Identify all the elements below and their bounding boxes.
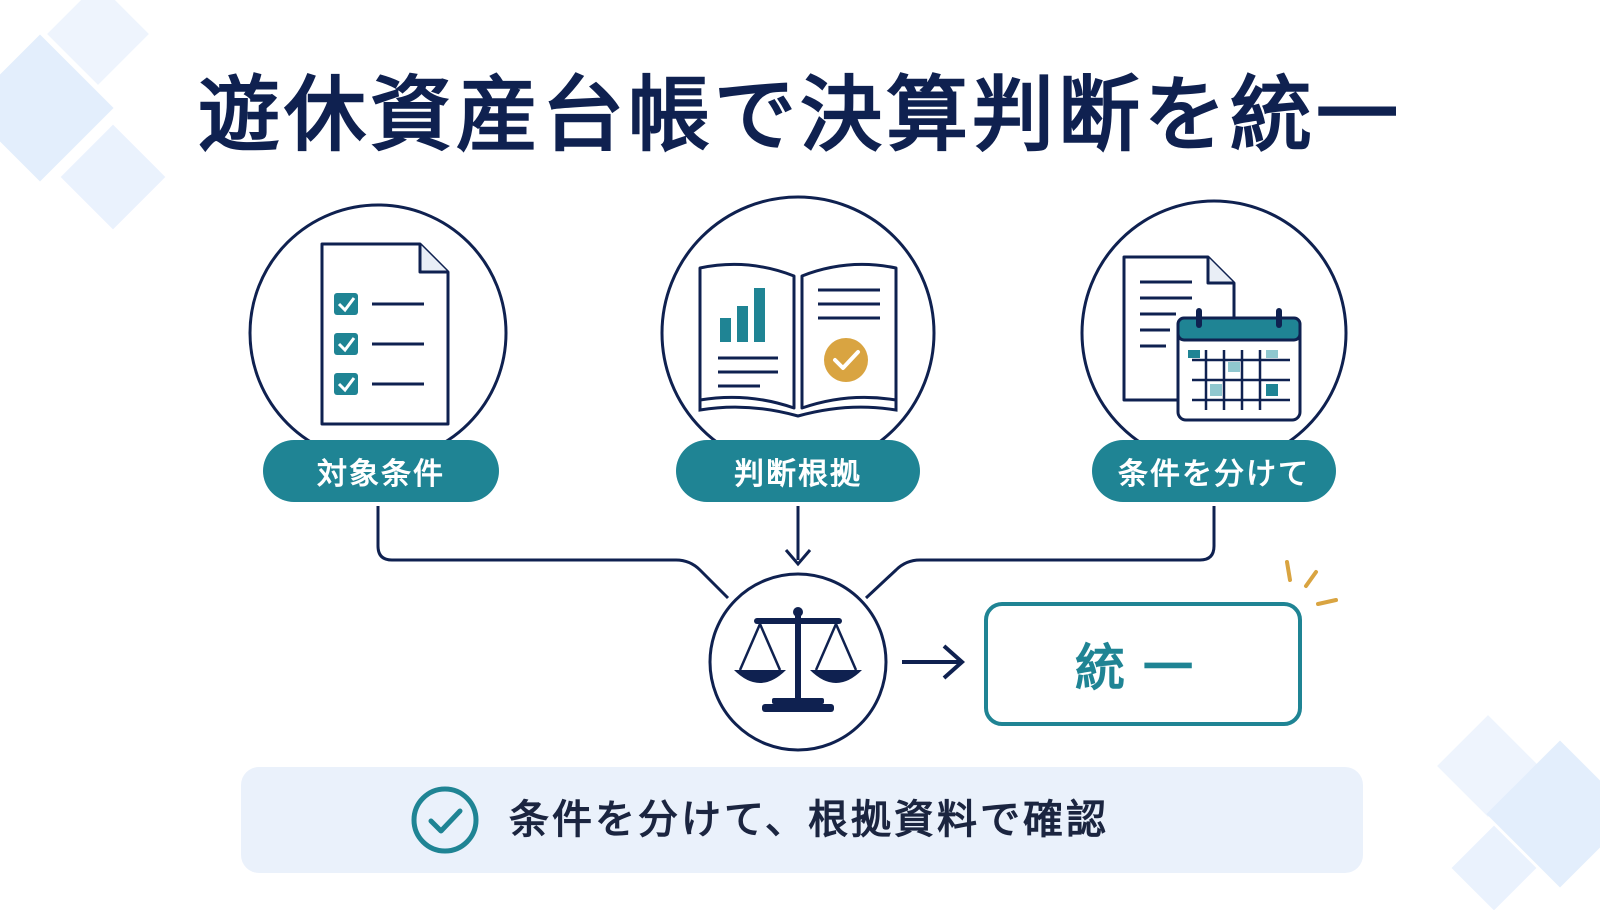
page-title: 遊休資産台帳で決算判断を統一 [197,68,1402,163]
checklist-document-icon [320,242,450,426]
arrow-down-icon [784,549,812,567]
summary-banner: 条件を分けて、根拠資料で確認 [241,767,1363,873]
connector-lines [376,506,1216,680]
open-book-chart-icon [698,262,898,418]
connector-right [864,506,1216,600]
step-label-1: 対象条件 [263,440,499,502]
balance-scale-icon [734,607,862,712]
result-box: 統一 [984,602,1302,726]
connector-left [376,506,730,600]
check-circle-icon [411,786,479,854]
document-calendar-icon [1122,255,1302,422]
summary-text: 条件を分けて、根拠資料で確認 [509,797,1109,843]
arrow-right-icon [942,644,966,680]
sparkle-icon [1285,560,1338,606]
step-label-2: 判断根拠 [676,440,920,502]
step-label-3: 条件を分けて [1092,440,1336,502]
